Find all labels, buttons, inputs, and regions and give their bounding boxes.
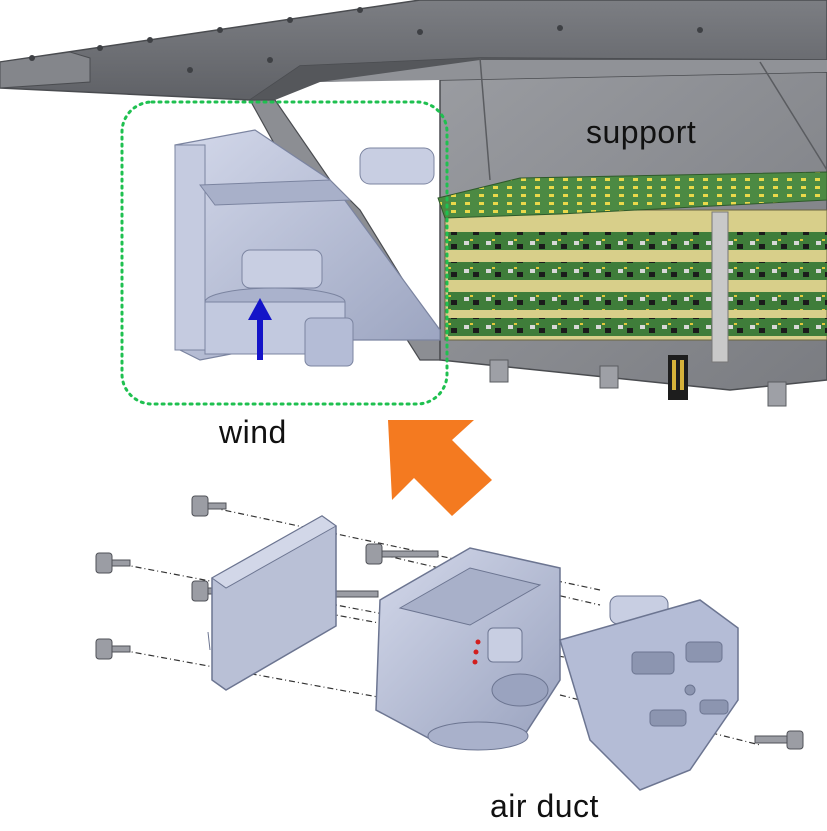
- pcb-stack: [437, 171, 827, 400]
- air-duct-extension: [559, 599, 739, 791]
- wind-arrow: [248, 298, 272, 360]
- pcb-board-2: [448, 262, 827, 280]
- wind-label: wind: [219, 414, 287, 450]
- pcb-board-4: [448, 318, 827, 336]
- pcb-board-1: [448, 232, 827, 250]
- air-duct-label: air duct: [490, 788, 599, 824]
- arrow-up-icon: [248, 298, 272, 320]
- pcb-top-board: [437, 171, 827, 219]
- mounting-plate: [211, 515, 337, 691]
- pcb-board-3: [448, 292, 827, 310]
- air-duct-assembly: [95, 495, 804, 791]
- installed-bracket: [174, 129, 441, 367]
- arrow-up-right-icon: [388, 420, 492, 516]
- bolt-holes: [29, 7, 703, 73]
- support-label: support: [586, 114, 697, 150]
- wind-highlight-box: [120, 100, 449, 406]
